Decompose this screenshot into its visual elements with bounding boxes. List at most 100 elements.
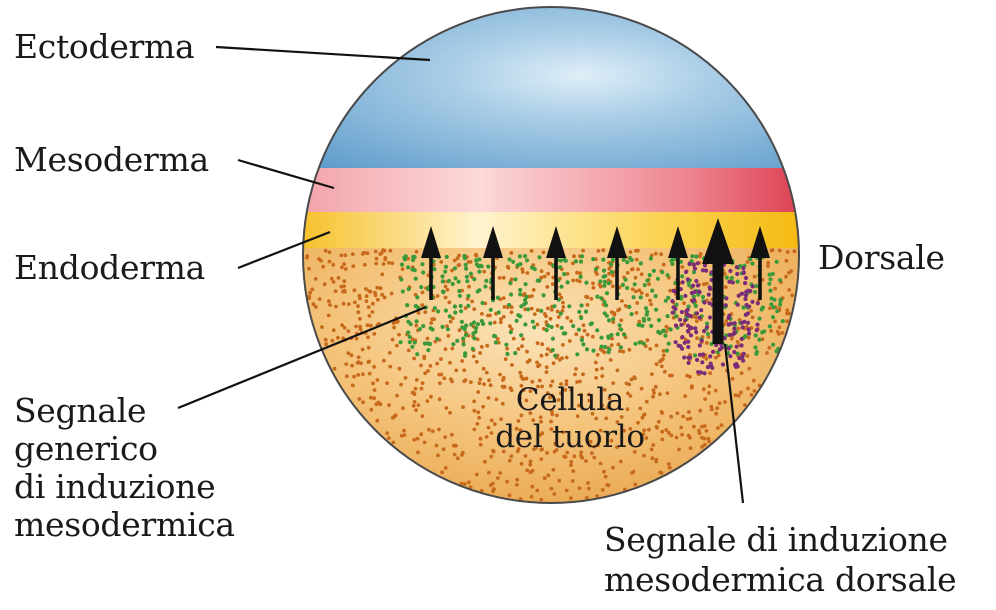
generic-signal-dot [754, 284, 758, 288]
yolk-granule [327, 299, 331, 303]
generic-signal-dot [552, 304, 556, 308]
yolk-granule [640, 291, 644, 295]
yolk-granule [498, 373, 502, 377]
yolk-granule [395, 344, 399, 348]
yolk-granule [635, 258, 639, 262]
yolk-granule [429, 364, 433, 368]
dorsal-signal-dot [721, 362, 725, 366]
generic-signal-label-line-2: generico [14, 430, 235, 468]
yolk-granule [528, 358, 532, 362]
generic-signal-dot [656, 330, 660, 334]
generic-signal-dot [701, 295, 705, 299]
generic-signal-dot [463, 327, 467, 331]
yolk-granule [392, 326, 396, 330]
yolk-granule [655, 362, 659, 366]
yolk-granule [707, 391, 711, 395]
yolk-granule [371, 310, 375, 314]
yolk-granule [675, 436, 679, 440]
generic-signal-dot [603, 311, 607, 315]
yolk-granule [660, 471, 664, 475]
yolk-granule [631, 267, 635, 271]
yolk-granule [610, 310, 614, 314]
dorsal-signal-dot [735, 345, 739, 349]
yolk-granule [586, 481, 590, 485]
generic-signal-dot [584, 281, 588, 285]
yolk-granule [389, 249, 393, 253]
yolk-granule [435, 444, 439, 448]
generic-signal-label-line-4: mesodermica [14, 506, 235, 544]
yolk-granule [397, 333, 401, 337]
yolk-granule [730, 337, 734, 341]
dorsal-signal-dot [673, 307, 677, 311]
yolk-granule [525, 377, 529, 381]
yolk-granule [401, 406, 405, 410]
yolk-granule [454, 369, 458, 373]
yolk-granule [323, 282, 327, 286]
generic-signal-dot [757, 338, 761, 342]
yolk-granule [784, 275, 788, 279]
yolk-granule [510, 310, 514, 314]
yolk-granule [574, 332, 578, 336]
yolk-granule [391, 441, 395, 445]
yolk-granule [351, 384, 355, 388]
generic-signal-dot [601, 258, 605, 262]
yolk-granule [438, 381, 442, 385]
generic-signal-dot [504, 343, 508, 347]
yolk-granule [676, 411, 680, 415]
dorsal-signal-dot [703, 300, 707, 304]
yolk-granule [575, 271, 579, 275]
ectoderm-layer [300, 0, 810, 168]
yolk-granule [586, 303, 590, 307]
dorsal-signal-dot [694, 279, 698, 283]
yolk-granule [731, 377, 735, 381]
yolk-granule [369, 396, 373, 400]
generic-signal-dot [644, 306, 648, 310]
yolk-granule [404, 376, 408, 380]
yolk-granule [655, 344, 659, 348]
generic-signal-dot [760, 330, 764, 334]
generic-signal-dot [639, 295, 643, 299]
yolk-granule [505, 347, 509, 351]
yolk-granule [530, 495, 534, 499]
yolk-granule [785, 308, 789, 312]
generic-signal-dot [679, 297, 683, 301]
generic-signal-dot [584, 310, 588, 314]
dorsal-signal-dot [734, 365, 738, 369]
yolk-granule [543, 476, 547, 480]
yolk-granule [635, 311, 639, 315]
dorsal-signal-dot [733, 321, 737, 325]
generic-signal-dot [621, 283, 625, 287]
dorsal-signal-dot [735, 265, 739, 269]
yolk-granule [440, 470, 444, 474]
generic-signal-dot [415, 295, 419, 299]
generic-signal-dot [472, 277, 476, 281]
dorsal-signal-dot [740, 343, 744, 347]
dorsal-signal-dot [728, 354, 732, 358]
yolk-granule [654, 252, 658, 256]
generic-signal-dot [611, 317, 615, 321]
yolk-granule [365, 294, 369, 298]
generic-signal-dot [472, 336, 476, 340]
yolk-granule [334, 305, 338, 309]
yolk-granule [611, 466, 615, 470]
generic-signal-dot [531, 320, 535, 324]
yolk-granule [448, 361, 452, 365]
generic-signal-dot [579, 260, 583, 264]
generic-signal-dot [770, 296, 774, 300]
yolk-granule [630, 471, 634, 475]
yolk-granule [626, 271, 630, 275]
yolk-granule [357, 397, 361, 401]
yolk-granule [595, 494, 599, 498]
yolk-granule [648, 299, 652, 303]
generic-signal-dot [471, 347, 475, 351]
generic-signal-dot [639, 261, 643, 265]
generic-signal-dot [414, 277, 418, 281]
yolk-granule [647, 282, 651, 286]
generic-signal-dot [406, 320, 410, 324]
dorsal-signal-dot [683, 318, 687, 322]
generic-signal-dot [750, 262, 754, 266]
yolk-granule [550, 487, 554, 491]
generic-signal-dot [420, 262, 424, 266]
yolk-granule [412, 404, 416, 408]
yolk-granule [435, 362, 439, 366]
